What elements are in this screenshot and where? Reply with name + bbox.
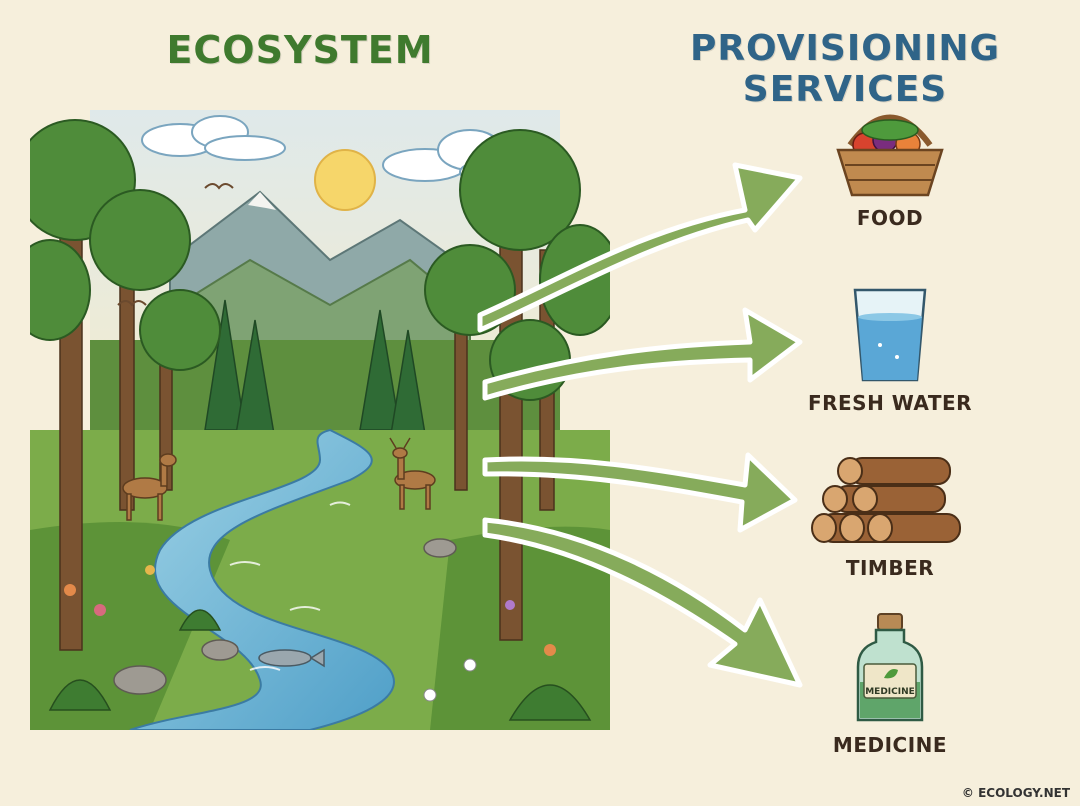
rocks [113,538,457,695]
service-label-timber: TIMBER [845,556,935,580]
sun [314,149,376,211]
wildflowers [64,565,556,702]
bird-icon [117,183,234,307]
arrow-to-food [477,162,803,333]
fish-icon [258,648,325,668]
service-label-medicine: MEDICINE [832,733,948,757]
bottle-label: MEDICINE [865,687,915,697]
pine-trees [204,299,427,441]
provisioning-services-title: PROVISIONING SERVICES [689,28,1001,110]
credit-text: © ECOLOGY.NET [961,786,1070,800]
service-medicine: MEDICINE MEDICINE [800,612,980,757]
water-glass-icon [853,288,927,382]
arrow-to-timber [482,452,798,533]
ecosystem-illustration [30,110,610,730]
deer-icon [389,437,436,510]
service-fresh-water: FRESH WATER [800,285,980,415]
basket-icon [836,114,944,197]
service-food: FOOD [800,100,980,230]
service-label-food: FOOD [856,206,924,230]
arrow-to-fresh-water [482,307,803,401]
river-ripples [229,501,351,671]
cloud-left [141,115,286,161]
arrows-layer [477,162,803,688]
service-label-fresh-water: FRESH WATER [807,391,973,415]
medicine-bottle-icon: MEDICINE [856,613,924,722]
deer-icon [122,453,177,521]
river [129,428,395,730]
ecosystem-title: ECOSYSTEM [166,28,434,72]
arrow-to-medicine [482,517,803,688]
service-timber: TIMBER [800,450,980,580]
logs-icon [811,457,961,543]
ferns [48,609,592,721]
